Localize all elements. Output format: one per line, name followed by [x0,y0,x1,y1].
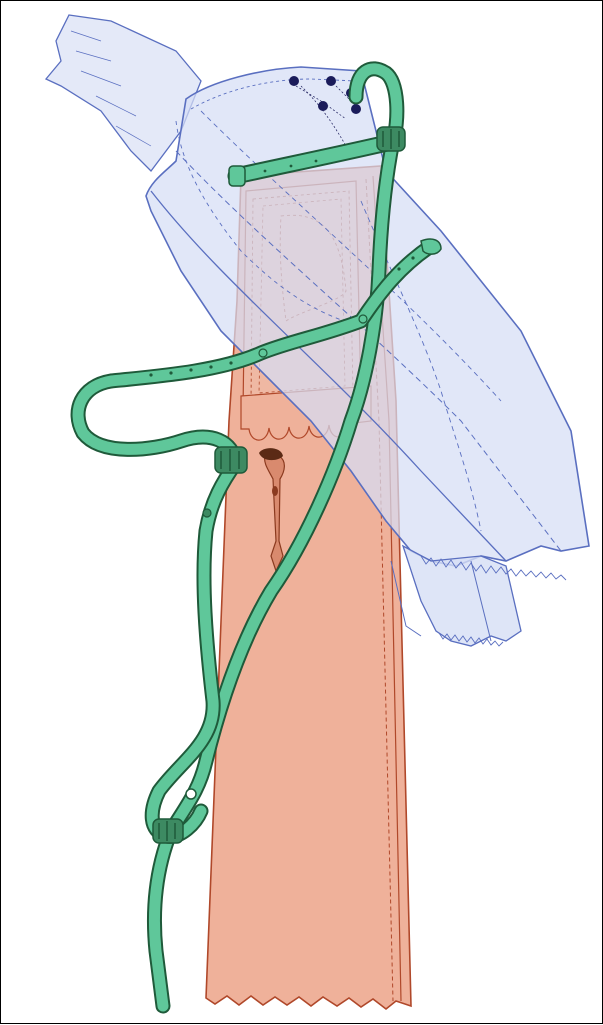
rivet [318,101,328,111]
strap-hole [189,368,192,371]
strap-buckle-middle [215,447,247,473]
strap-top-band-end [229,166,245,186]
strap-hole [149,373,152,376]
rivet [351,104,361,114]
strap-rivet [359,315,367,323]
strap-rivet [203,509,211,517]
quiver-toggle-hole [272,486,278,496]
strap-buckle-bottom [153,819,183,843]
strap-hole [397,267,400,270]
strap-hole [264,170,267,173]
rivet [289,76,299,86]
strap-tip-top-right [421,239,441,254]
strap-hole [290,165,293,168]
strap-ring [186,789,196,799]
strap-hole [411,256,414,259]
strap-hole [315,160,318,163]
strap-hole [229,361,232,364]
rivet [326,76,336,86]
strap-hole [209,365,212,368]
strap-rivet [259,349,267,357]
strap-hole [169,371,172,374]
